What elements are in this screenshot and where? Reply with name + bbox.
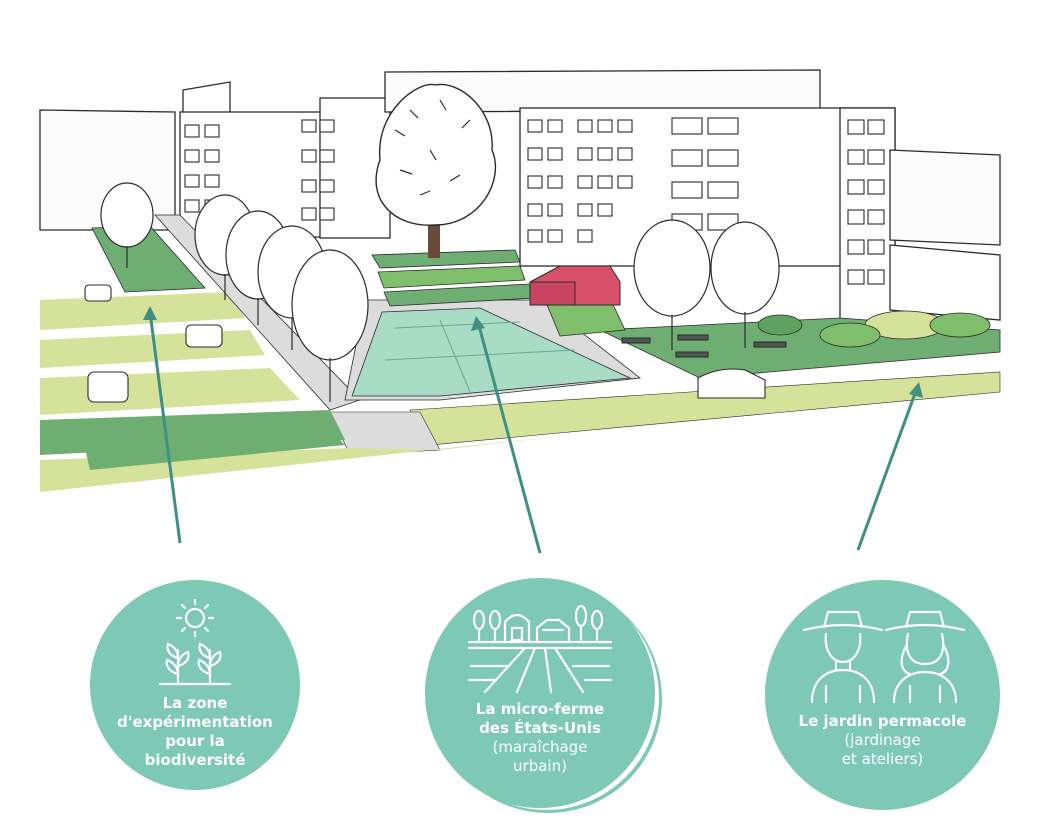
street-trees <box>100 182 780 402</box>
arrow-micro-farm <box>476 321 542 554</box>
permaculture-beds <box>757 310 991 348</box>
badge-permaculture: Le jardin permacole (jardinage et atelie… <box>765 580 1000 810</box>
badge-micro-farm: La micro-ferme des États-Unis (maraîchag… <box>425 578 655 808</box>
arrows <box>143 306 923 554</box>
cars <box>84 284 766 403</box>
badge-title: La zone d'expérimentation pour la biodiv… <box>117 694 273 769</box>
farm-fields-icon <box>467 604 613 694</box>
barn <box>529 265 621 306</box>
gardeners-icon <box>802 610 965 704</box>
sun-sprouts-icon <box>158 598 232 686</box>
badge-title: La micro-ferme des États-Unis <box>475 700 605 737</box>
arrow-permaculture <box>856 387 919 551</box>
badge-subtitle: (maraîchage urbain) <box>492 738 588 775</box>
building-windows <box>184 117 885 285</box>
crop-rows <box>371 249 626 337</box>
arrow-biodiversity <box>148 311 182 544</box>
picnic-tables <box>621 334 787 358</box>
badge-subtitle: (jardinage et ateliers) <box>841 731 924 768</box>
badge-biodiversity: La zone d'expérimentation pour la biodiv… <box>90 580 300 790</box>
central-tree <box>375 83 497 258</box>
badge-title: Le jardin permacole <box>798 712 967 730</box>
